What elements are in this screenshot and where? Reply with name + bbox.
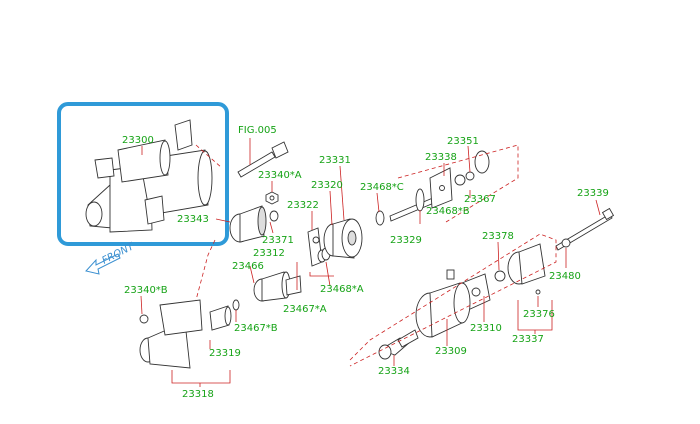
part-label-23468a[interactable]: 23468*A bbox=[320, 284, 364, 295]
part-label-23320[interactable]: 23320 bbox=[311, 180, 343, 191]
nut-drawing[interactable] bbox=[265, 191, 279, 205]
pinion-assembly-drawing[interactable] bbox=[253, 271, 302, 302]
part-label-23312[interactable]: 23312 bbox=[253, 248, 285, 259]
part-label-23468c[interactable]: 23468*C bbox=[360, 182, 404, 193]
part-label-23339[interactable]: 23339 bbox=[577, 188, 609, 199]
part-label-23466[interactable]: 23466 bbox=[232, 261, 264, 272]
part-label-23378[interactable]: 23378 bbox=[482, 231, 514, 242]
part-label-23343[interactable]: 23343 bbox=[177, 214, 209, 225]
figure-reference-link[interactable]: FIG.005 bbox=[238, 125, 277, 136]
part-label-23300[interactable]: 23300 bbox=[122, 135, 154, 146]
part-label-23376[interactable]: 23376 bbox=[523, 309, 555, 320]
part-label-23310[interactable]: 23310 bbox=[470, 323, 502, 334]
part-label-23351[interactable]: 23351 bbox=[447, 136, 479, 147]
part-label-23371[interactable]: 23371 bbox=[262, 235, 294, 246]
through-bolt-drawing[interactable] bbox=[555, 207, 615, 251]
part-label-23334[interactable]: 23334 bbox=[378, 366, 410, 377]
starter-assembly-drawing[interactable] bbox=[85, 119, 213, 233]
washer-23371-drawing[interactable] bbox=[269, 210, 279, 222]
yoke-drawing[interactable] bbox=[415, 282, 471, 338]
part-label-23329[interactable]: 23329 bbox=[390, 235, 422, 246]
part-labels: FIG.005 23300 23340*A 23343 23371 23312 … bbox=[122, 125, 609, 400]
part-label-23467a[interactable]: 23467*A bbox=[283, 304, 327, 315]
part-label-23340a[interactable]: 23340*A bbox=[258, 170, 302, 181]
retaining-ring-drawing[interactable] bbox=[232, 299, 240, 311]
part-label-23340b[interactable]: 23340*B bbox=[124, 285, 168, 296]
part-label-23331[interactable]: 23331 bbox=[319, 155, 351, 166]
drive-housing-drawing[interactable] bbox=[139, 299, 203, 369]
solenoid-drawing[interactable] bbox=[229, 205, 267, 243]
part-label-23337[interactable]: 23337 bbox=[512, 334, 544, 345]
pinion-sleeve-drawing[interactable] bbox=[209, 305, 232, 331]
dashed-assembly-outlines bbox=[195, 144, 557, 367]
part-label-23319[interactable]: 23319 bbox=[209, 348, 241, 359]
selected-assembly-highlight bbox=[57, 102, 229, 246]
part-label-23367[interactable]: 23367 bbox=[464, 194, 496, 205]
end-cover-drawing[interactable] bbox=[494, 238, 571, 295]
part-label-23322[interactable]: 23322 bbox=[287, 200, 319, 211]
part-label-23309[interactable]: 23309 bbox=[435, 346, 467, 357]
part-label-23480[interactable]: 23480 bbox=[549, 271, 581, 282]
part-label-23318[interactable]: 23318 bbox=[182, 389, 214, 400]
bearing-23351-drawing[interactable] bbox=[454, 150, 490, 186]
gear-23331-drawing[interactable] bbox=[323, 218, 363, 259]
leader-lines bbox=[140, 138, 601, 387]
part-label-23338[interactable]: 23338 bbox=[425, 152, 457, 163]
bolt-drawing[interactable] bbox=[237, 141, 289, 178]
part-label-23467b[interactable]: 23467*B bbox=[234, 323, 278, 334]
washer-23468c-drawing[interactable] bbox=[375, 210, 385, 226]
plate-23338-drawing[interactable] bbox=[429, 167, 453, 209]
part-label-23468b[interactable]: 23468*B bbox=[426, 206, 470, 217]
